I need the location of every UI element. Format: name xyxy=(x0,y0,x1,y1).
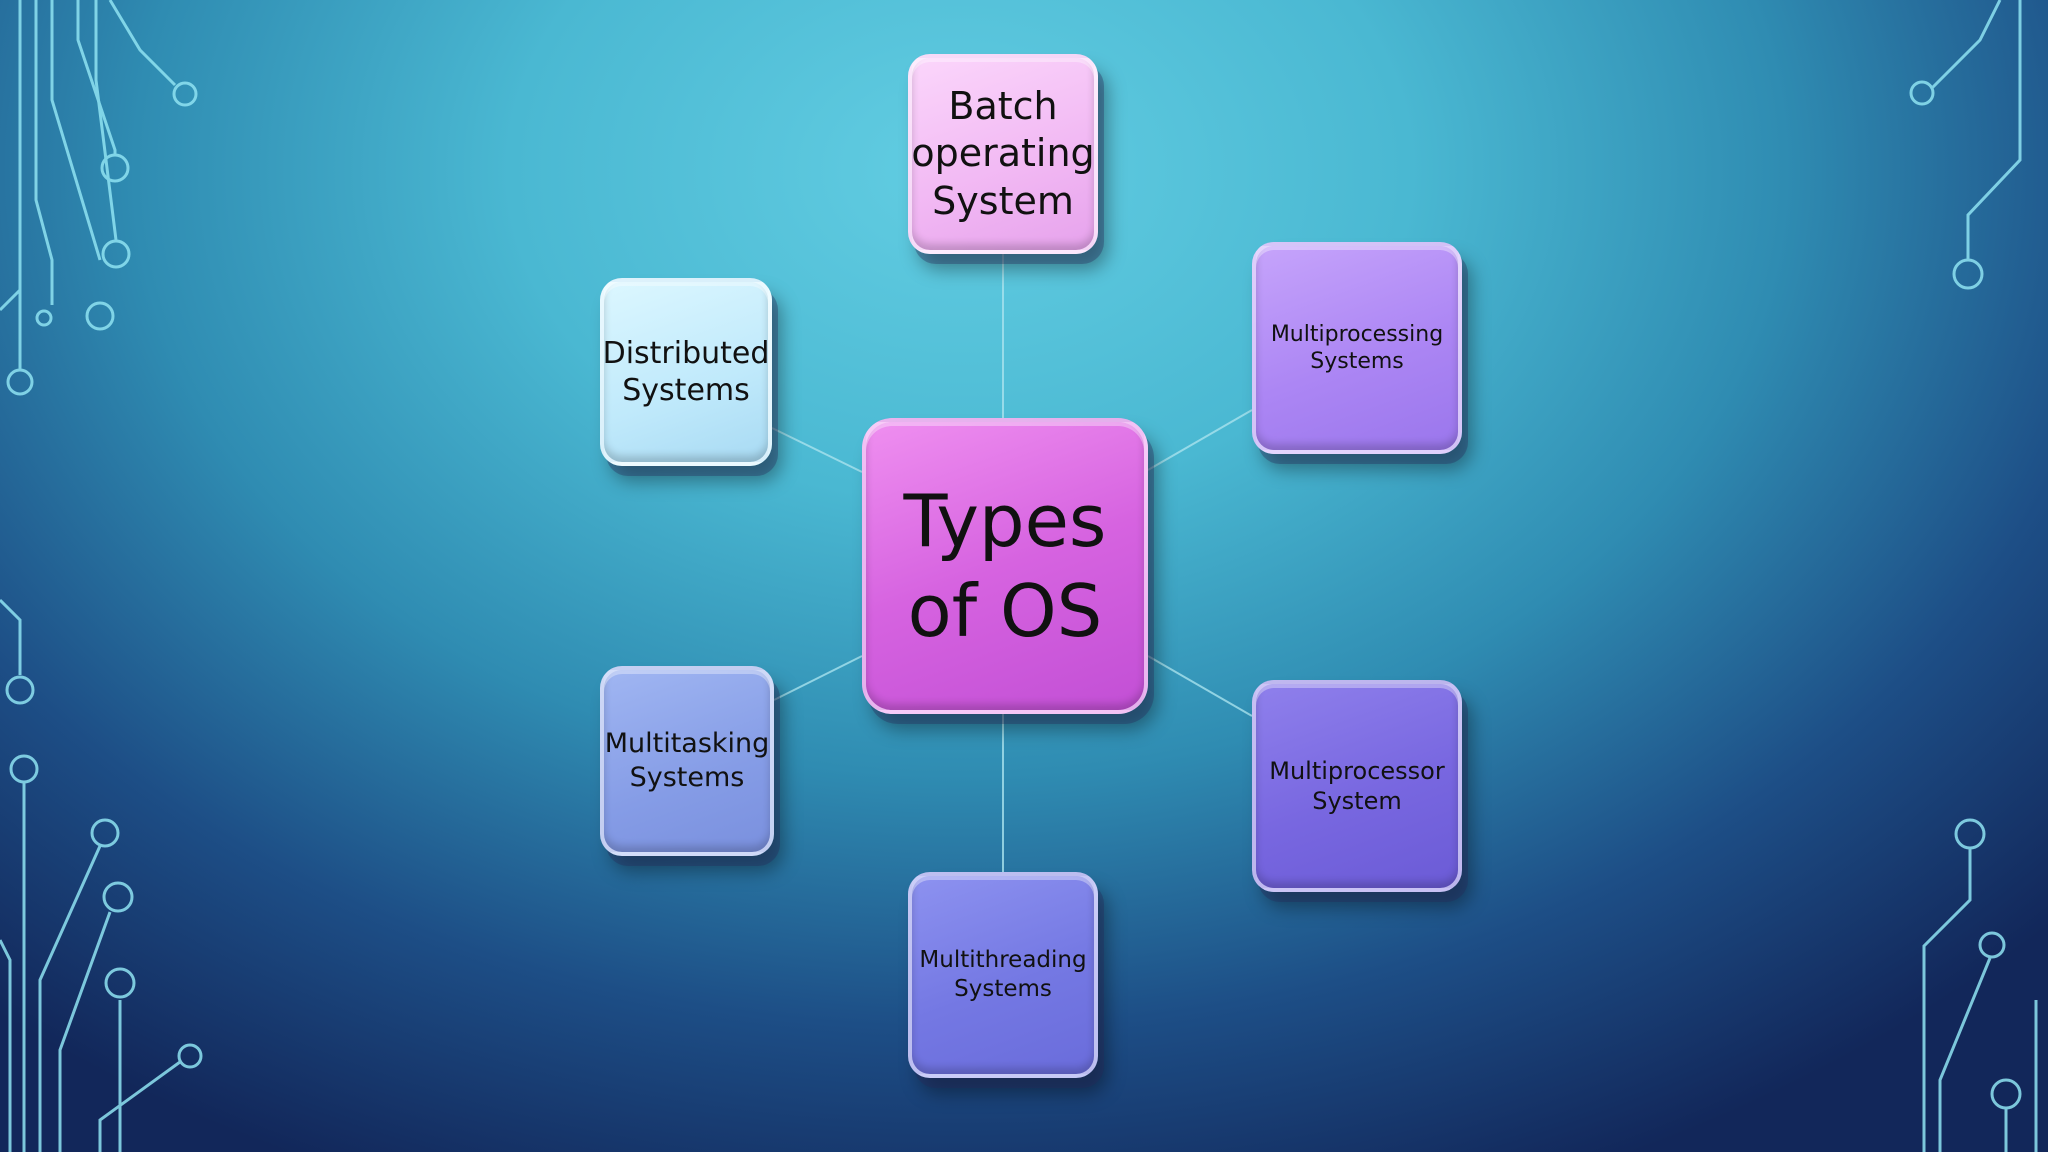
node-multiprocessing-systems: Multiprocessing Systems xyxy=(1252,242,1462,454)
node-multitasking-systems: Multitasking Systems xyxy=(600,666,774,856)
center-node: Types of OS xyxy=(862,418,1148,714)
node-label-line: Systems xyxy=(629,762,745,793)
node-label-line: Distributed xyxy=(602,335,770,371)
node-distributed-systems: Distributed Systems xyxy=(600,278,772,466)
node-multithreading-systems: Multithreading Systems xyxy=(908,872,1098,1078)
node-label-line: Multitasking xyxy=(604,728,770,760)
node-multiprocessor-system: Multiprocessor System xyxy=(1252,680,1462,892)
connector-lines xyxy=(771,254,1253,872)
node-batch-operating-system: Batch operating System xyxy=(908,54,1098,254)
connector-distributed xyxy=(771,427,863,473)
node-label-line: System xyxy=(1312,787,1402,815)
node-label-line: Batch xyxy=(948,83,1058,128)
circuit-decor-right xyxy=(1909,0,2038,1152)
node-label-line: Multiprocessing xyxy=(1270,321,1444,347)
node-label-line: operating xyxy=(911,131,1095,176)
node-label-line: System xyxy=(932,178,1074,223)
node-label-line: Systems xyxy=(1310,349,1404,374)
center-line-1: Types xyxy=(903,479,1107,563)
circuit-decor-left xyxy=(0,0,203,1152)
node-label-line: Multithreading xyxy=(919,947,1087,974)
connector-multiprocessing xyxy=(1147,409,1253,471)
connector-multitasking xyxy=(773,655,863,701)
node-label-line: Multiprocessor xyxy=(1269,757,1445,785)
center-line-2: of OS xyxy=(907,569,1103,653)
node-label-line: Systems xyxy=(622,373,750,408)
connector-multiprocessor xyxy=(1147,655,1253,717)
node-label-line: Systems xyxy=(954,976,1052,1002)
